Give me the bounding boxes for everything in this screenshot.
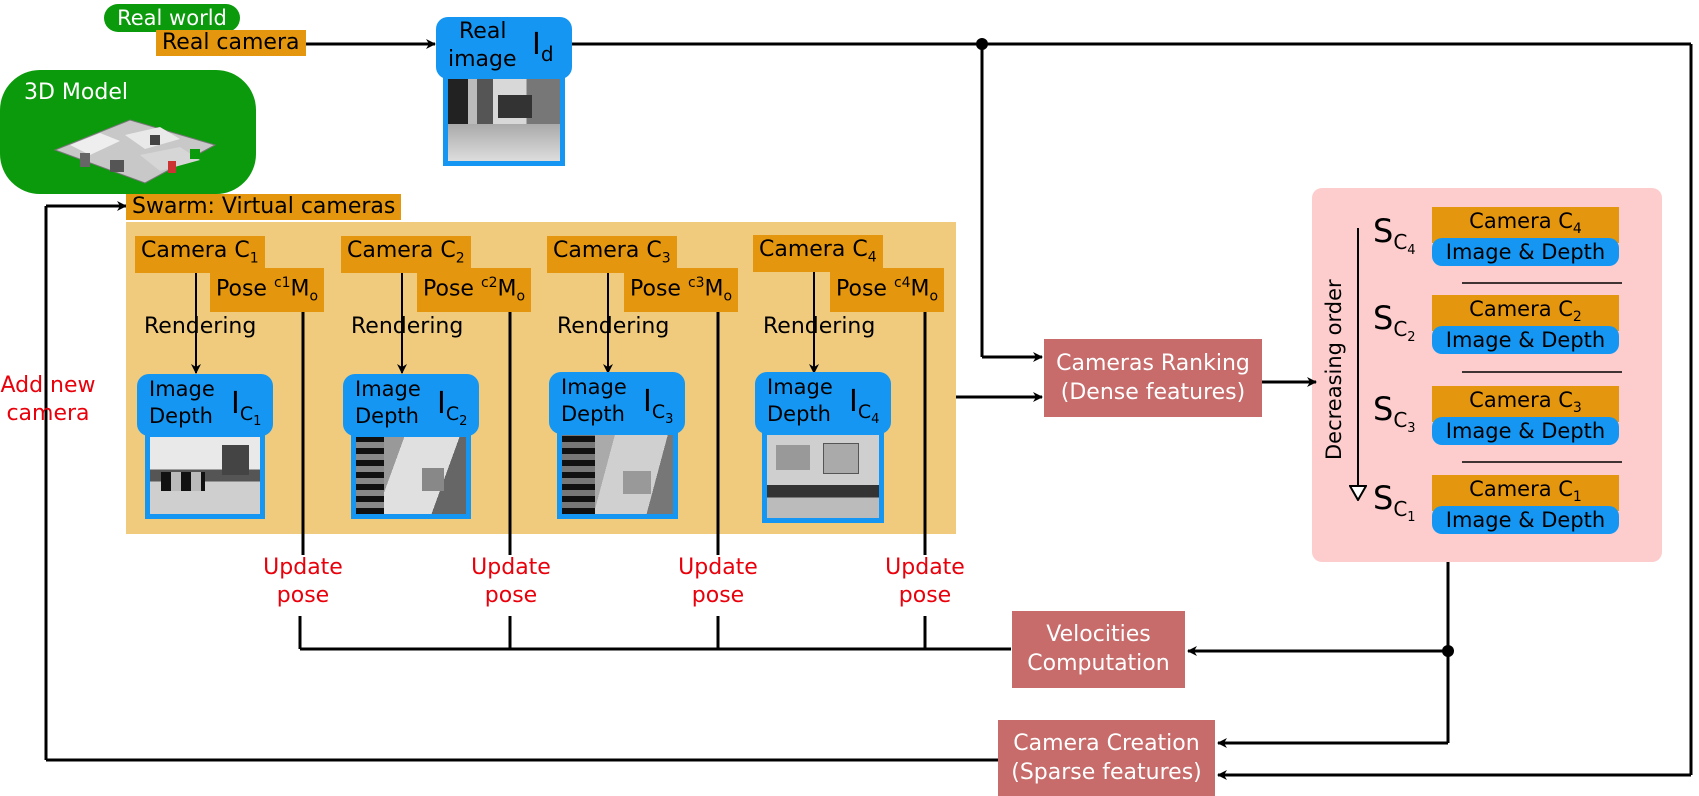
image-c1-symbol: IC1 [231, 386, 262, 429]
swarm-label: Swarm: Virtual cameras [126, 194, 402, 220]
image-c2-label: Image [355, 377, 421, 401]
pose-c2-label: Pose c2Mo [417, 268, 532, 312]
pose-c3-label: Pose c3Mo [624, 268, 739, 312]
image-c1-thumbnail [145, 432, 265, 519]
image-depth-c1-box: Image Depth IC1 [137, 374, 273, 436]
velocities-line-1: Velocities [1046, 622, 1151, 647]
3d-model-label: 3D Model [24, 80, 128, 105]
camera-c2-label: Camera C2 [341, 236, 471, 274]
update-c3-line-2: pose [691, 583, 745, 608]
junction-dot-bottom [1442, 645, 1454, 657]
rendering-c4-label: Rendering [763, 314, 876, 339]
3d-model-box: 3D Model [0, 70, 256, 194]
real-image-title-2: image [448, 47, 517, 72]
add-camera-line-2: camera [6, 401, 90, 426]
cameras-ranking-box: Cameras Ranking (Dense features) [1044, 339, 1262, 417]
rank-image-depth-1: Image & Depth [1432, 238, 1619, 266]
ranking-line-2: (Dense features) [1060, 380, 1246, 405]
image-c2-thumbnail [351, 432, 471, 519]
add-new-camera-label: Add new camera [0, 372, 96, 428]
rendering-c1-label: Rendering [144, 314, 257, 339]
pose-c4-label: Pose c4Mo [830, 268, 945, 312]
rank-score-2: SC2 [1373, 299, 1416, 346]
rank-score-3: SC3 [1373, 390, 1416, 437]
image-c4-label: Image [767, 375, 833, 399]
update-c4-line-2: pose [898, 583, 952, 608]
camera-c3-label: Camera C3 [547, 236, 677, 274]
image-c3-label: Image [561, 375, 627, 399]
update-c1-line-1: Update [263, 555, 343, 580]
rank-camera-4: Camera C1 [1432, 475, 1619, 512]
depth-c2-label: Depth [355, 404, 419, 428]
camera-c4-label: Camera C4 [753, 235, 883, 273]
real-image-thumbnail [443, 74, 565, 166]
real-image-box: Real image Id [436, 17, 572, 79]
velocities-computation-box: Velocities Computation [1012, 611, 1185, 688]
add-camera-line-1: Add new [0, 373, 96, 398]
depth-c3-label: Depth [561, 402, 625, 426]
rank-camera-1: Camera C4 [1432, 207, 1619, 244]
pose-c1-label: Pose c1Mo [210, 268, 325, 312]
velocities-line-2: Computation [1027, 651, 1170, 676]
image-depth-c3-box: Image Depth IC3 [549, 372, 685, 434]
depth-c4-label: Depth [767, 402, 831, 426]
image-c1-label: Image [149, 377, 215, 401]
update-pose-c2-label: Update pose [458, 554, 564, 610]
image-c3-thumbnail [557, 430, 678, 519]
rank-camera-3: Camera C3 [1432, 386, 1619, 423]
ranking-line-1: Cameras Ranking [1056, 351, 1250, 376]
rendering-c2-label: Rendering [351, 314, 464, 339]
real-camera-label: Real camera [156, 30, 306, 56]
3d-model-icon [53, 119, 217, 184]
image-c4-thumbnail [762, 430, 884, 523]
update-pose-c1-label: Update pose [250, 554, 356, 610]
image-depth-c4-box: Image Depth IC4 [755, 372, 891, 434]
update-pose-c4-label: Update pose [872, 554, 978, 610]
image-c2-symbol: IC2 [437, 386, 468, 429]
update-c4-line-1: Update [885, 555, 965, 580]
image-depth-c2-box: Image Depth IC2 [343, 374, 479, 436]
decreasing-order-label: Decreasing order [1322, 279, 1346, 460]
depth-c1-label: Depth [149, 404, 213, 428]
rank-score-4: SC1 [1373, 479, 1416, 526]
camera-c1-label: Camera C1 [135, 236, 265, 274]
rank-image-depth-2: Image & Depth [1432, 326, 1619, 354]
real-world-label: Real world [104, 4, 240, 32]
update-c2-line-2: pose [484, 583, 538, 608]
rank-score-1: SC4 [1373, 212, 1416, 259]
rank-image-depth-3: Image & Depth [1432, 417, 1619, 445]
image-c3-symbol: IC3 [643, 384, 674, 427]
creation-line-2: (Sparse features) [1011, 760, 1202, 785]
update-pose-c3-label: Update pose [665, 554, 771, 610]
creation-line-1: Camera Creation [1013, 731, 1200, 756]
real-image-symbol: Id [532, 27, 554, 66]
image-c4-symbol: IC4 [849, 384, 880, 427]
junction-dot-top [976, 38, 988, 50]
update-c3-line-1: Update [678, 555, 758, 580]
rank-camera-2: Camera C2 [1432, 295, 1619, 332]
update-c2-line-1: Update [471, 555, 551, 580]
update-c1-line-2: pose [276, 583, 330, 608]
rank-image-depth-4: Image & Depth [1432, 506, 1619, 534]
camera-creation-box: Camera Creation (Sparse features) [998, 720, 1215, 796]
rendering-c3-label: Rendering [557, 314, 670, 339]
real-image-title-1: Real [459, 19, 507, 44]
